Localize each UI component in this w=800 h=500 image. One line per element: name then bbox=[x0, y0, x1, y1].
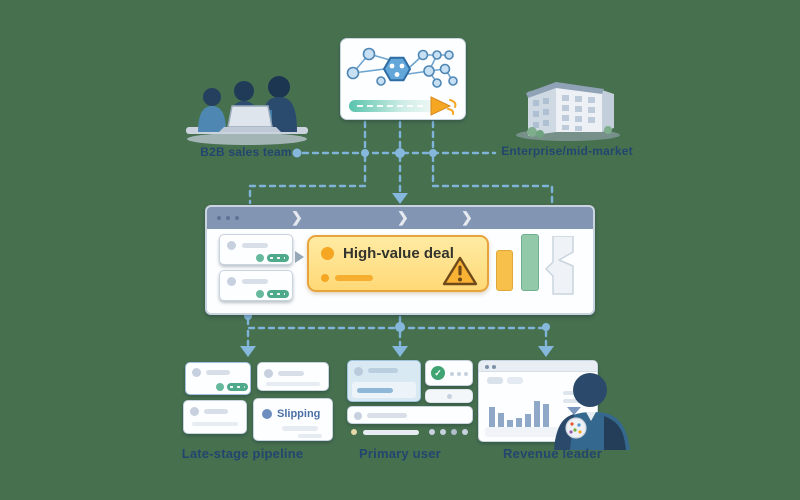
bracket-shape-icon bbox=[545, 236, 574, 295]
mini-card bbox=[425, 389, 473, 403]
late-stage-pipeline-cluster: Slipping bbox=[183, 358, 333, 442]
triangle-down-icon bbox=[567, 407, 581, 415]
pipeline-browser-window: ❯ ❯ ❯ High-value deal bbox=[205, 205, 595, 315]
arrow-down-icon bbox=[240, 346, 256, 357]
small-arrow-right-icon bbox=[295, 251, 304, 263]
deal-card bbox=[219, 270, 293, 301]
callout-title: High-value deal bbox=[343, 245, 454, 262]
window-dot-icon bbox=[492, 364, 496, 369]
browser-header: ❯ ❯ ❯ bbox=[207, 207, 593, 229]
yellow-bar bbox=[496, 250, 513, 291]
high-value-deal-callout: High-value deal bbox=[307, 235, 489, 292]
deal-card bbox=[219, 234, 293, 265]
arrow-down-icon bbox=[392, 346, 408, 357]
slipping-badge: Slipping bbox=[277, 408, 321, 420]
icon-row bbox=[347, 428, 473, 436]
warning-triangle-icon bbox=[442, 256, 478, 286]
junction-dot bbox=[292, 148, 302, 158]
network-graph-icon bbox=[346, 47, 458, 88]
approval-card: ✓ bbox=[425, 360, 473, 386]
stage-chevron-icon: ❯ bbox=[397, 209, 409, 225]
progress-arrow-icon bbox=[349, 96, 457, 116]
revenue-dashboard-cluster bbox=[476, 352, 641, 450]
arrow-down-icon bbox=[538, 346, 554, 357]
ai-engine-card bbox=[340, 38, 466, 120]
user-card bbox=[347, 360, 421, 402]
check-circle-icon: ✓ bbox=[431, 366, 445, 380]
office-building-illustration bbox=[516, 82, 620, 141]
pipeline-card bbox=[185, 362, 251, 395]
pipeline-card bbox=[257, 362, 329, 391]
stage-chevron-icon: ❯ bbox=[291, 209, 303, 225]
primary-user-label: Primary user bbox=[359, 446, 441, 461]
window-dot-icon bbox=[226, 216, 230, 220]
hexagon-node-icon bbox=[382, 56, 412, 82]
green-bar bbox=[521, 234, 539, 291]
window-dot-icon bbox=[235, 216, 239, 220]
market-label: Enterprise/mid-market bbox=[501, 144, 633, 158]
confetti-badge-icon bbox=[565, 417, 587, 439]
stage-chevron-icon: ❯ bbox=[461, 209, 473, 225]
window-dot-icon bbox=[485, 364, 489, 369]
sales-team-illustration bbox=[186, 76, 308, 145]
window-dot-icon bbox=[217, 216, 221, 220]
slipping-card: Slipping bbox=[253, 398, 333, 441]
sales-team-label: B2B sales team bbox=[200, 145, 292, 159]
primary-user-cluster: ✓ bbox=[345, 358, 475, 442]
late-stage-pipeline-label: Late-stage pipeline bbox=[181, 446, 304, 461]
revenue-leader-label: Revenue leader bbox=[503, 446, 602, 461]
revenue-leader-illustration bbox=[554, 373, 630, 450]
user-row bbox=[347, 406, 473, 424]
arrow-down-icon bbox=[392, 193, 408, 204]
pipeline-card bbox=[183, 400, 247, 434]
